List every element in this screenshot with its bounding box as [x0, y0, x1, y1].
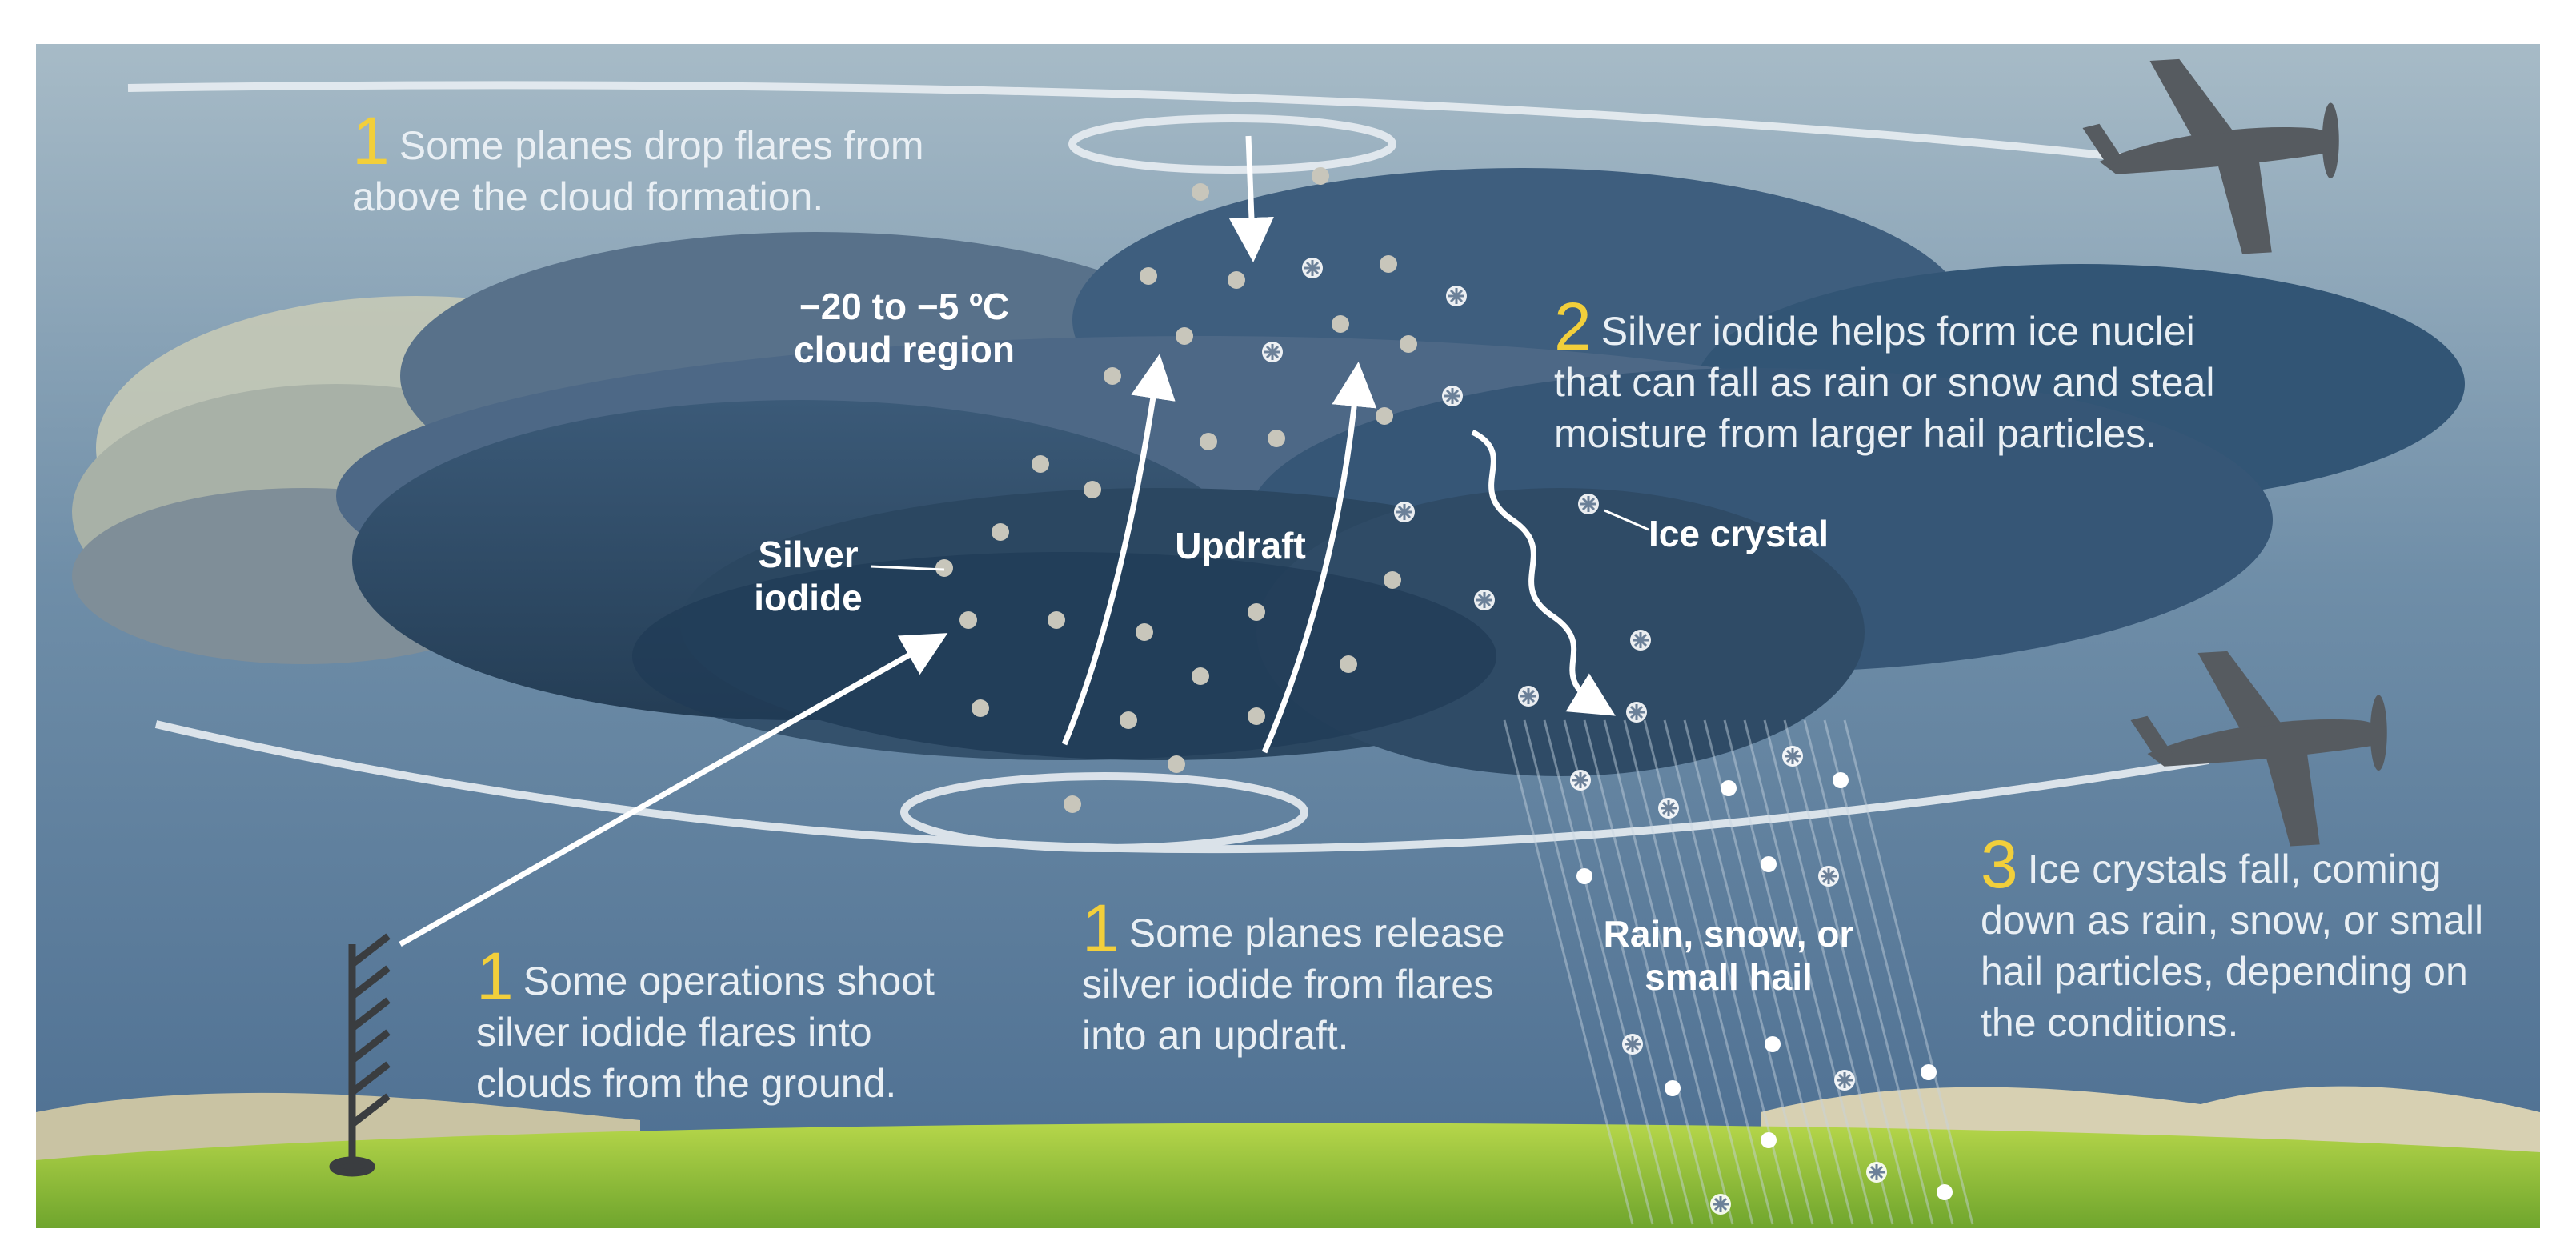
precipitation — [1503, 719, 1974, 1225]
ice-crystal-label: Ice crystal — [1649, 513, 1829, 554]
silver-iodide-label: Silver iodide — [754, 534, 863, 618]
snowflake-icon — [1472, 588, 1496, 612]
snowflake-icon — [1392, 500, 1416, 524]
falling-particles — [1568, 744, 1953, 1216]
cloud-region-label: −20 to −5 ºC cloud region — [794, 286, 1015, 370]
step-number: 1 — [1082, 891, 1120, 966]
snowflake-icon — [1568, 768, 1592, 792]
snowflake-icon — [1444, 284, 1468, 308]
snowflake-icon — [1576, 492, 1600, 516]
snowflake-icon — [1516, 684, 1540, 708]
updraft-label: Updraft — [1175, 525, 1306, 566]
snowflake-icon — [1629, 628, 1653, 652]
leader-lines — [870, 509, 1649, 571]
contrails — [127, 81, 2209, 854]
snowflake-icon — [1300, 256, 1324, 280]
snowflake-icon — [1621, 1032, 1645, 1056]
step-number: 3 — [1981, 827, 2018, 902]
ground — [36, 1123, 2540, 1228]
snowflake-icon — [1657, 796, 1681, 820]
snowflake-icon — [1781, 744, 1805, 768]
arrows — [399, 135, 1616, 947]
snowflake-icon — [1440, 384, 1464, 408]
precipitation-label: Rain, snow, or small hail — [1603, 913, 1854, 998]
snowflake-icon — [1817, 864, 1841, 888]
snowflake-icon — [1833, 1068, 1857, 1092]
flare-launcher-icon — [329, 933, 391, 1177]
step-number: 1 — [352, 103, 390, 178]
step-number: 1 — [476, 939, 514, 1014]
step-number: 2 — [1554, 289, 1592, 364]
snowflake-icon — [1865, 1160, 1889, 1184]
silver-iodide-particles — [935, 167, 1417, 813]
snowflake-icon — [1625, 700, 1649, 724]
snowflake-icon — [1709, 1192, 1733, 1216]
storm-cloud — [336, 168, 2465, 776]
snowflake-icon — [1260, 340, 1284, 364]
